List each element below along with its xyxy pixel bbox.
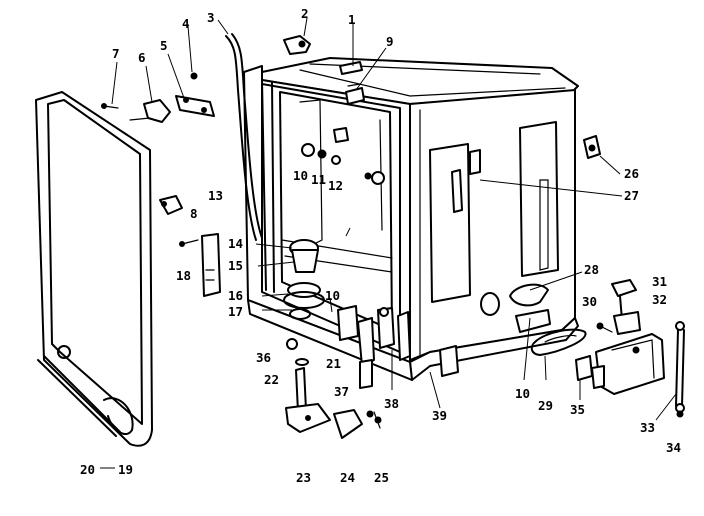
label-part-3: 3 xyxy=(207,10,215,25)
label-part-26: 26 xyxy=(624,166,639,181)
label-part-36: 36 xyxy=(256,350,271,365)
label-part-16: 16 xyxy=(228,288,243,303)
inner-components xyxy=(101,33,395,439)
door-gasket xyxy=(35,91,183,447)
label-part-10-upper: 10 xyxy=(293,168,308,183)
label-part-1: 1 xyxy=(348,12,356,27)
label-part-39: 39 xyxy=(432,408,447,423)
label-part-13: 13 xyxy=(208,188,223,203)
label-part-9: 9 xyxy=(386,34,394,49)
label-part-30: 30 xyxy=(582,294,597,309)
label-part-5: 5 xyxy=(160,38,168,53)
label-part-18: 18 xyxy=(176,268,191,283)
label-part-2: 2 xyxy=(301,6,309,21)
label-part-34: 34 xyxy=(666,440,681,455)
label-part-28: 28 xyxy=(584,262,599,277)
external-parts xyxy=(575,135,685,418)
label-part-17: 17 xyxy=(228,304,243,319)
label-part-12: 12 xyxy=(328,178,343,193)
label-part-22: 22 xyxy=(264,372,279,387)
label-part-33: 33 xyxy=(640,420,655,435)
tub-assembly xyxy=(243,57,587,381)
label-part-21: 21 xyxy=(326,356,341,371)
part-labels: 1 2 3 4 5 6 7 8 9 10 10 10 11 12 13 14 1… xyxy=(80,6,681,485)
label-part-35: 35 xyxy=(570,402,585,417)
leader-lines xyxy=(100,17,677,469)
label-part-10-middle: 10 xyxy=(325,288,340,303)
label-part-7: 7 xyxy=(112,46,120,61)
label-part-24: 24 xyxy=(340,470,355,485)
label-part-15: 15 xyxy=(228,258,243,273)
label-part-29: 29 xyxy=(538,398,553,413)
label-part-14: 14 xyxy=(228,236,243,251)
label-part-11: 11 xyxy=(311,172,326,187)
label-part-32: 32 xyxy=(652,292,667,307)
label-part-38: 38 xyxy=(384,396,399,411)
label-part-23: 23 xyxy=(296,470,311,485)
label-part-10-lower: 10 xyxy=(515,386,530,401)
label-part-20: 20 xyxy=(80,462,95,477)
label-part-19: 19 xyxy=(118,462,133,477)
label-part-31: 31 xyxy=(652,274,667,289)
label-part-37: 37 xyxy=(334,384,349,399)
label-part-4: 4 xyxy=(182,16,190,31)
label-part-25: 25 xyxy=(374,470,389,485)
label-part-6: 6 xyxy=(138,50,146,65)
label-part-27: 27 xyxy=(624,188,639,203)
label-part-8: 8 xyxy=(190,206,198,221)
